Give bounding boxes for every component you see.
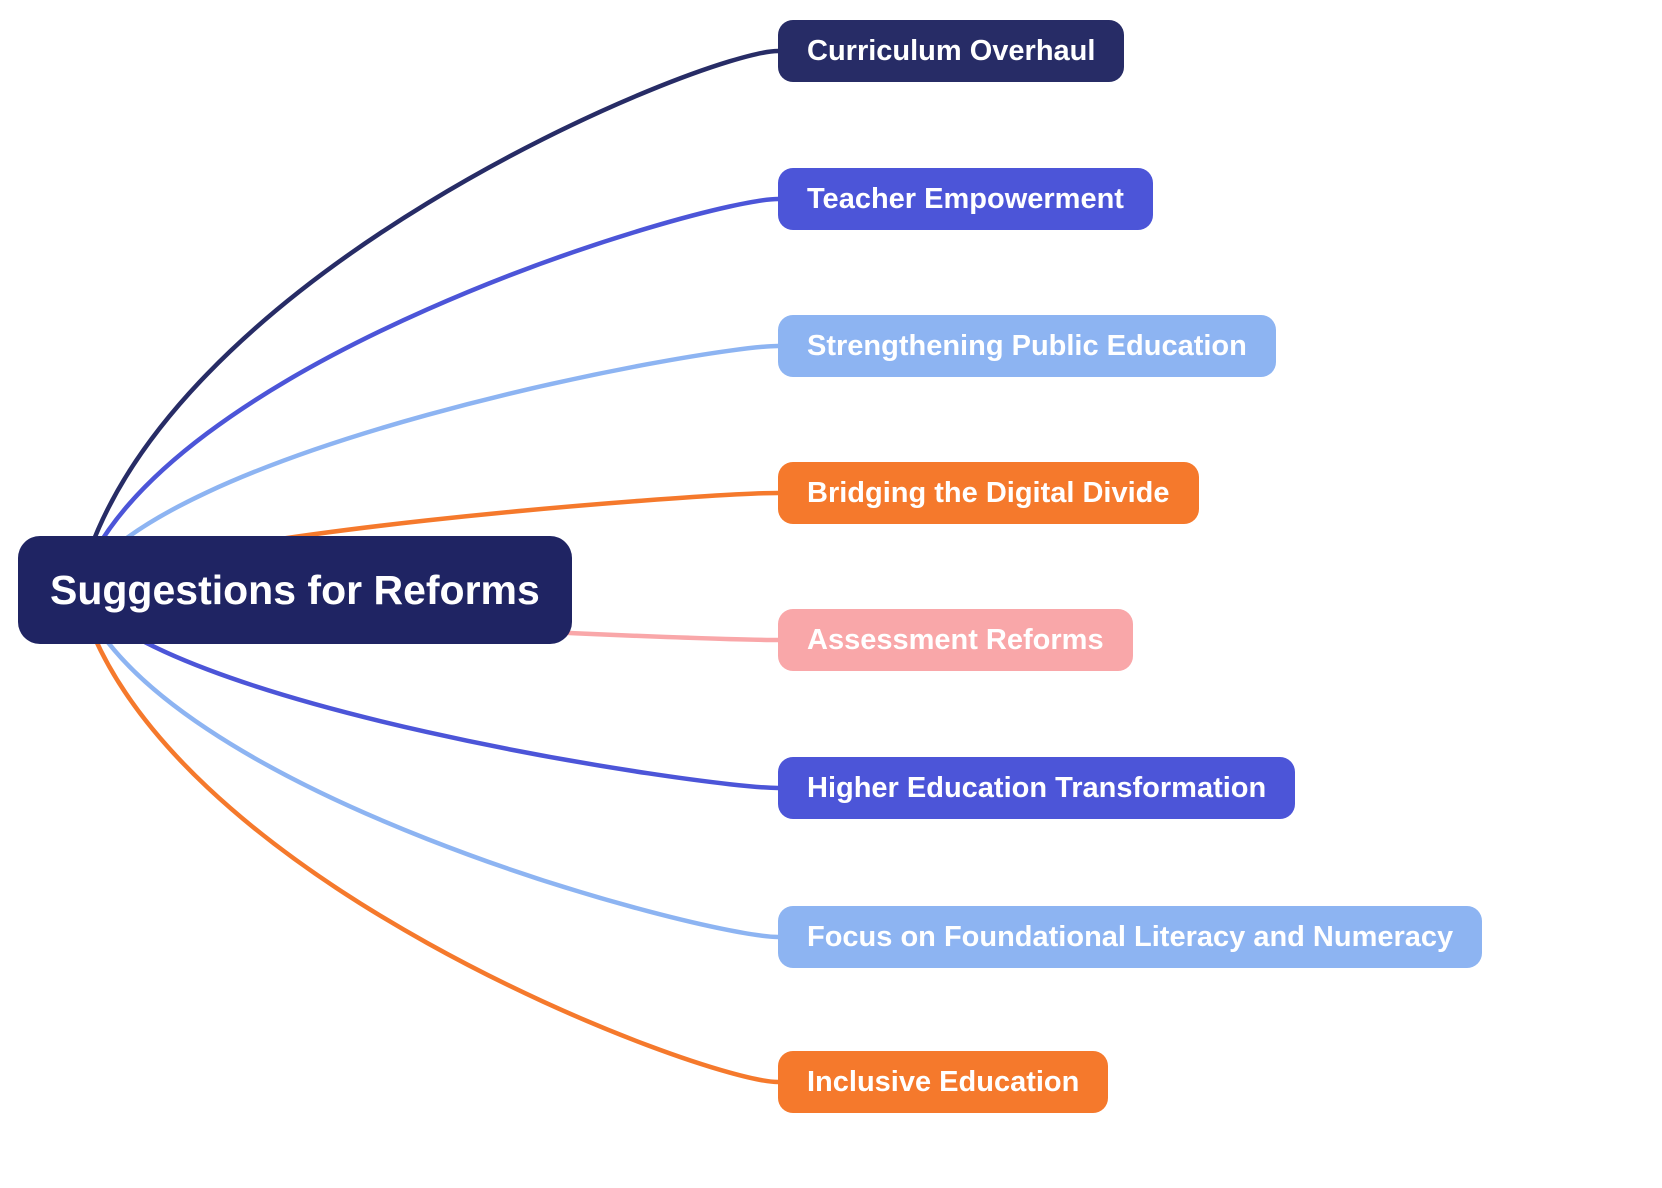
- branch-node-label: Curriculum Overhaul: [807, 34, 1096, 67]
- root-node[interactable]: Suggestions for Reforms: [18, 536, 572, 644]
- branch-node-label: Strengthening Public Education: [807, 329, 1247, 362]
- branch-node-label: Inclusive Education: [807, 1065, 1080, 1098]
- root-node-label: Suggestions for Reforms: [50, 566, 540, 613]
- branch-node-inclusive-education[interactable]: Inclusive Education: [778, 1051, 1109, 1113]
- branch-node-teacher-empowerment[interactable]: Teacher Empowerment: [778, 168, 1153, 230]
- branch-node-focus-on-foundational-literacy-and-numeracy[interactable]: Focus on Foundational Literacy and Numer…: [778, 906, 1483, 968]
- branch-node-bridging-the-digital-divide[interactable]: Bridging the Digital Divide: [778, 462, 1199, 524]
- branch-node-assessment-reforms[interactable]: Assessment Reforms: [778, 609, 1133, 671]
- branch-node-higher-education-transformation[interactable]: Higher Education Transformation: [778, 757, 1296, 819]
- branch-node-label: Focus on Foundational Literacy and Numer…: [807, 920, 1454, 953]
- branch-node-strengthening-public-education[interactable]: Strengthening Public Education: [778, 315, 1276, 377]
- branch-node-label: Teacher Empowerment: [807, 182, 1124, 215]
- connector-curve-1: [75, 196, 781, 593]
- branch-node-curriculum-overhaul[interactable]: Curriculum Overhaul: [778, 20, 1125, 82]
- branch-node-label: Assessment Reforms: [807, 623, 1104, 656]
- branch-node-label: Bridging the Digital Divide: [807, 476, 1170, 509]
- connector-curve-0: [75, 48, 781, 593]
- branch-node-label: Higher Education Transformation: [807, 771, 1267, 804]
- connector-curve-7: [75, 587, 781, 1085]
